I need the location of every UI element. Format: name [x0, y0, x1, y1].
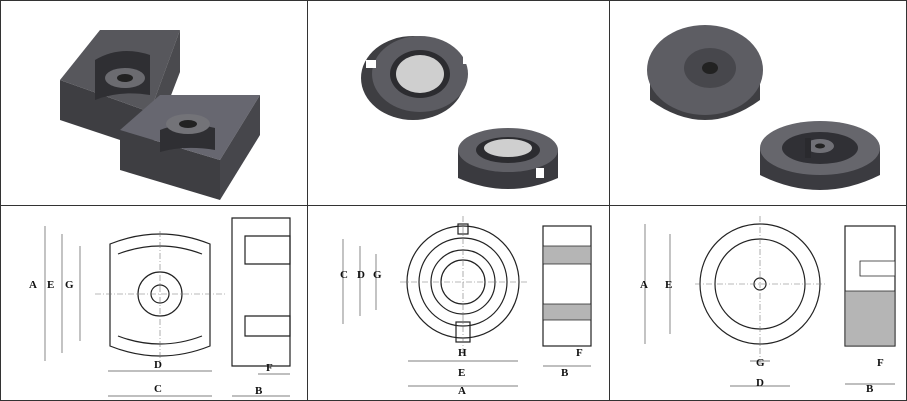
pot-b-label-g: G: [756, 357, 765, 369]
pq-core-3d-cell: [0, 0, 307, 205]
pot-core-b-3d-cell: [610, 0, 907, 205]
pot-b-lower: [760, 121, 880, 190]
pot-a-label-d: D: [357, 269, 365, 281]
pot-b-label-a: A: [640, 279, 648, 291]
grid-divider-horizontal: [0, 205, 907, 206]
pot-a-upper: [361, 36, 473, 120]
pot-b-label-e: E: [665, 279, 672, 291]
pot-core-a-drawing-cell: C D G H E A B F: [308, 206, 609, 401]
pot-core-a-3d-cell: [308, 0, 609, 205]
pot-a-lower: [458, 128, 558, 189]
pq-lower-half: [120, 95, 260, 200]
pot-b-label-f: F: [877, 357, 884, 369]
grid-divider-vertical-1: [307, 0, 308, 401]
pq-label-d: D: [154, 359, 162, 371]
pot-core-b-drawing-cell: A E G D F B: [610, 206, 907, 401]
pot-a-label-f: F: [576, 347, 583, 359]
pq-label-g: G: [65, 279, 74, 291]
pot-a-label-c: C: [340, 269, 348, 281]
pot-b-label-d: D: [756, 377, 764, 389]
grid-divider-vertical-2: [609, 0, 610, 401]
pot-a-label-e: E: [458, 367, 465, 379]
pq-label-f: F: [266, 362, 273, 374]
pq-core-drawing: A E G D C F B: [29, 217, 291, 397]
pot-a-label-g: G: [373, 269, 382, 281]
pot-core-b-drawing: A E G D F B: [640, 216, 896, 395]
pot-b-label-b: B: [866, 383, 874, 395]
pot-core-solid-3d-icon: [647, 25, 880, 190]
pot-b-upper: [647, 25, 763, 120]
pq-label-e: E: [47, 279, 54, 291]
pq-label-b: B: [255, 385, 263, 397]
pot-a-label-b: B: [561, 367, 569, 379]
pot-a-label-h: H: [458, 347, 467, 359]
pq-core-3d-icon: [60, 30, 260, 200]
pq-label-a: A: [29, 279, 37, 291]
pq-label-c: C: [154, 383, 162, 395]
pot-core-slotted-3d-icon: [361, 36, 558, 189]
pot-core-a-drawing: C D G H E A B F: [340, 216, 592, 397]
pot-a-label-a: A: [458, 385, 466, 397]
pq-core-drawing-cell: A E G D C F B: [0, 206, 307, 401]
